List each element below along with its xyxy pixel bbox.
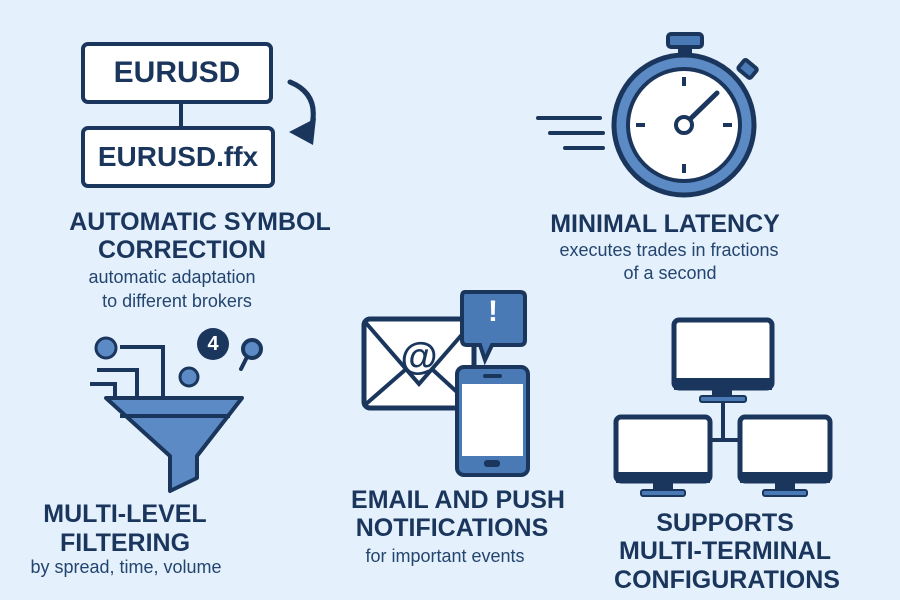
feature-title: EMAIL AND PUSH	[351, 486, 565, 514]
feature-subtitle: for important events	[365, 546, 525, 566]
feature-subtitle: automatic adaptation	[88, 267, 256, 287]
feature-title: SUPPORTS	[656, 509, 794, 537]
feature-subtitle: to different brokers	[102, 291, 252, 311]
feature-title: MULTI-LEVEL	[43, 500, 207, 528]
feature-subtitle: executes trades in fractions	[559, 240, 779, 260]
filter-count-badge: 4	[197, 328, 229, 360]
at-sign-icon: @	[400, 336, 438, 378]
feature-title: CONFIGURATIONS	[614, 566, 840, 594]
feature-title: MINIMAL LATENCY	[550, 210, 780, 238]
feature-title: CORRECTION	[97, 236, 267, 264]
feature-title: NOTIFICATIONS	[355, 514, 549, 542]
symbol-box-original: EURUSD	[81, 42, 273, 104]
feature-title: MULTI-TERMINAL	[619, 537, 831, 565]
feature-subtitle: by spread, time, volume	[30, 557, 222, 577]
feature-title: AUTOMATIC SYMBOL	[69, 208, 331, 236]
feature-title: FILTERING	[59, 529, 191, 557]
feature-subtitle: of a second	[623, 263, 717, 283]
alert-icon: !	[488, 295, 498, 328]
connector-line	[179, 104, 183, 127]
symbol-box-corrected: EURUSD.ffx	[81, 126, 275, 188]
